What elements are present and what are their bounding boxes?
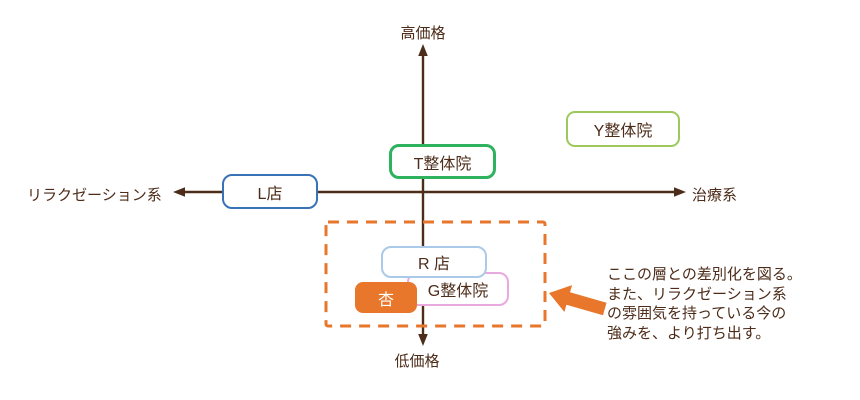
annotation-line: の雰囲気を持っている今の xyxy=(607,305,787,322)
axis-label-relaxation: リラクゼーション系 xyxy=(27,187,162,204)
axis-label-low-price: 低価格 xyxy=(394,353,440,370)
node-r-shop: R 店 xyxy=(381,246,487,278)
annotation-arrow-icon xyxy=(549,285,607,316)
annotation-text: ここの層との差別化を図る。 また、リラクゼーション系 の雰囲気を持っている今の … xyxy=(607,265,832,343)
horizontal-axis-arrowhead-left xyxy=(173,187,185,197)
node-y-seitaiin: Y整体院 xyxy=(566,111,680,147)
annotation-line: ここの層との差別化を図る。 xyxy=(607,266,802,283)
horizontal-axis-arrowhead-right xyxy=(674,187,686,197)
annotation-line: また、リラクゼーション系 xyxy=(607,285,787,303)
node-l-shop: L店 xyxy=(222,174,318,209)
vertical-axis-arrowhead-top xyxy=(418,44,428,56)
annotation-line: 強みを、より打ち出す。 xyxy=(607,324,771,342)
node-t-seitaiin: T整体院 xyxy=(389,144,496,179)
axis-label-treatment: 治療系 xyxy=(692,187,738,204)
vertical-axis-arrowhead-bottom xyxy=(418,334,428,346)
dashed-emphasis-box-icon xyxy=(324,220,547,328)
axis-label-high-price: 高価格 xyxy=(400,25,446,42)
node-anzu: 杏 xyxy=(355,282,417,313)
